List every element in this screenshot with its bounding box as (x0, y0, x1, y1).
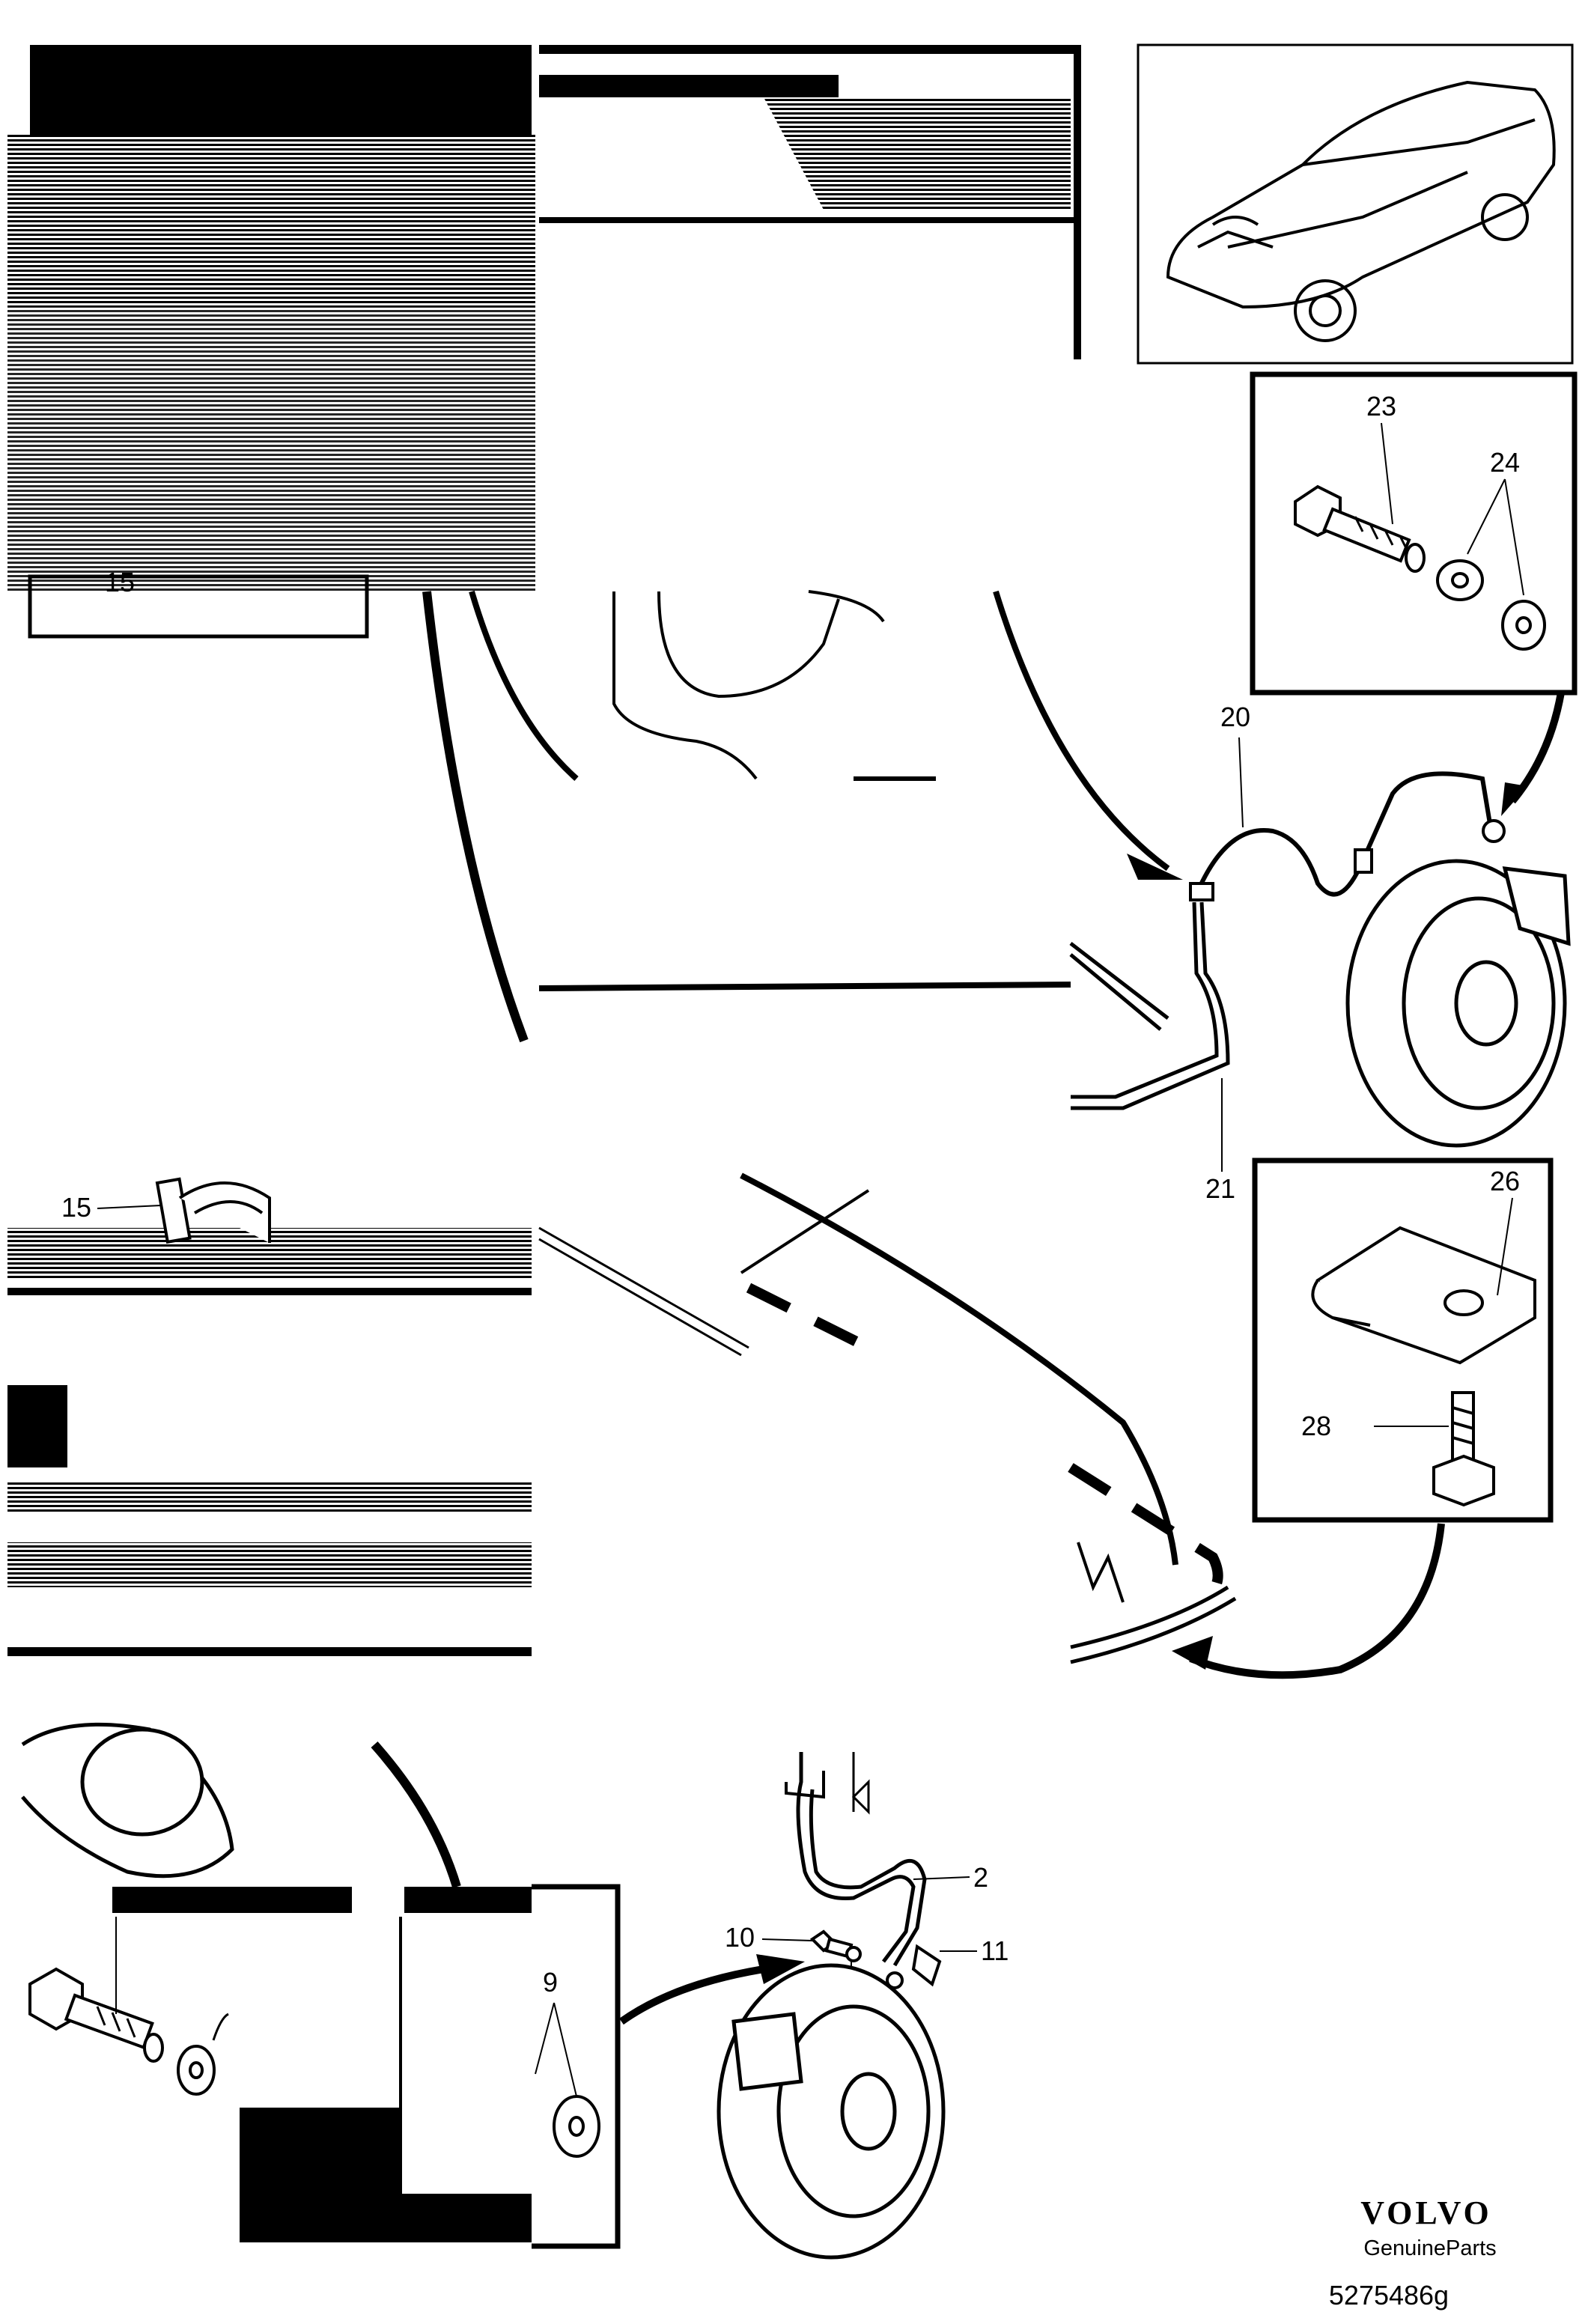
brake-disc-icon (1345, 859, 1571, 1148)
bolt-icon (28, 1967, 164, 2063)
rear-disc-partial (21, 1722, 234, 1879)
bolt-icon (1294, 484, 1426, 573)
callout-9-panel: 9 (543, 1967, 558, 1998)
callout-21: 21 (1205, 1173, 1235, 1204)
brake-line-21 (1069, 901, 1230, 1110)
arrow-bracket-to-floor (1189, 1523, 1445, 1679)
sweep-arrow-lower (740, 1172, 1178, 1566)
arrow-panel-to-rear (619, 1965, 764, 2025)
bolt-washer-panel (1250, 371, 1578, 696)
scan-artifact-bottom-left (112, 1887, 532, 2242)
washer-icon (177, 2045, 216, 2096)
callout-15-top: 15 (105, 567, 135, 597)
callout-10: 10 (725, 1922, 755, 1953)
scan-artifact-mid-left (7, 1228, 532, 1656)
sweep-arrow-right (993, 590, 1170, 872)
car-illustration-icon (1166, 80, 1556, 342)
rear-hose-2 (785, 1752, 927, 1967)
washer-icon (553, 2095, 600, 2158)
bolt-icon (1432, 1391, 1495, 1507)
bracket-icon (155, 1177, 271, 1244)
brake-hose-20 (1189, 771, 1506, 901)
brand-logo: VOLVO (1360, 2194, 1492, 2231)
washer-icon (1436, 559, 1484, 601)
bolt-washer-panel-lower (532, 1884, 621, 2249)
callout-26: 26 (1490, 1166, 1520, 1196)
clip-icon (911, 1944, 942, 1987)
callout-23: 23 (1366, 391, 1396, 422)
sweep-arrow-mid (469, 590, 579, 781)
sweep-arrow-left (422, 591, 529, 1043)
brake-disc-icon (717, 1963, 946, 2260)
sweep-arrow-bottom (371, 1742, 461, 1888)
bracket-screw-panel (1252, 1158, 1554, 1523)
arrow-bolt-to-disc (1509, 692, 1565, 804)
bolt-icon (809, 1929, 904, 1989)
upper-mid-detail (538, 590, 1071, 991)
floor-outline (538, 1189, 1237, 1664)
brand-tagline: GenuineParts (1363, 2236, 1496, 2260)
callout-28: 28 (1301, 1411, 1331, 1441)
callout-24: 24 (1490, 447, 1520, 478)
callout-11: 11 (981, 1935, 1009, 1966)
washer-icon (1501, 600, 1546, 651)
callout-15-mid: 15 (61, 1192, 91, 1223)
car-overview-panel (1137, 43, 1574, 365)
diagram-reference: 5275486g (1329, 2280, 1449, 2311)
callout-2: 2 (973, 1862, 988, 1893)
bracket-icon (1311, 1226, 1536, 1365)
callout-20: 20 (1220, 702, 1250, 732)
scan-artifact-top-left (7, 45, 1081, 639)
